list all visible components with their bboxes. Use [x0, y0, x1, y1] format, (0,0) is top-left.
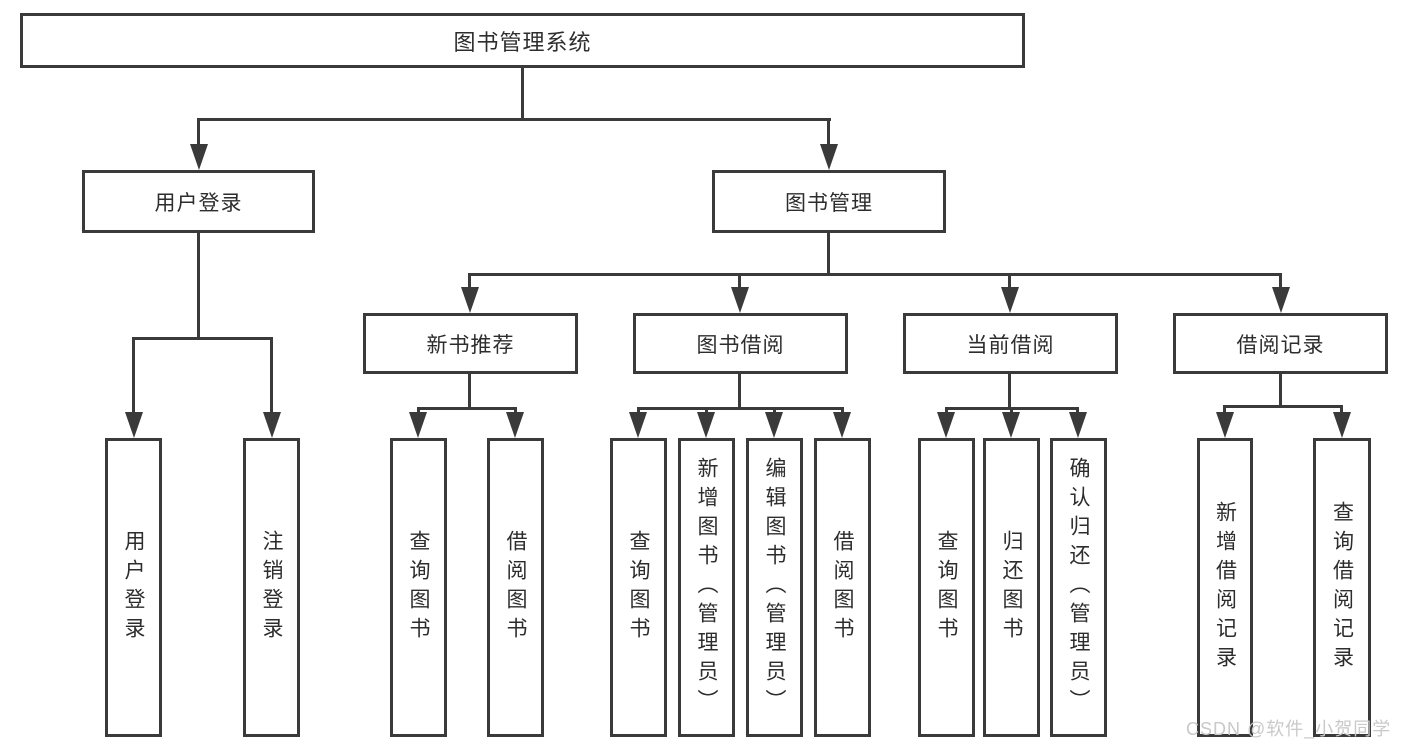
connector-stem [197, 233, 200, 337]
connector-stem [773, 407, 776, 416]
node-label: 查询借阅记录 [1330, 500, 1354, 675]
node-label: 查询图书 [935, 529, 958, 646]
node-leaf-query-books-current: 查询图书 [918, 438, 975, 737]
node-label: 新增借阅记录 [1213, 500, 1237, 675]
connector-stem [1076, 407, 1079, 416]
node-leaf-return-books: 归还图书 [983, 438, 1040, 737]
node-leaf-query-borrow-record: 查询借阅记录 [1313, 438, 1371, 737]
arrow-down-icon [263, 412, 281, 438]
node-label: 新增图书（管理员） [695, 457, 718, 718]
arrow-down-icon [820, 144, 838, 170]
connector-stem [738, 273, 741, 289]
connector-stem [1279, 273, 1282, 289]
connector-stem [270, 337, 273, 416]
arrow-down-icon [629, 412, 647, 438]
node-book-borrowing: 图书借阅 [633, 313, 848, 374]
node-label: 当前借阅 [966, 333, 1055, 357]
connector-stem [945, 407, 948, 416]
arrow-down-icon [1001, 287, 1019, 313]
node-leaf-query-books-recommend: 查询图书 [390, 438, 447, 737]
arrow-down-icon [937, 412, 955, 438]
arrow-down-icon [1069, 412, 1087, 438]
connector-stem [705, 407, 708, 416]
connector-stem [1223, 405, 1226, 416]
arrow-down-icon [461, 287, 479, 313]
node-library-management-system: 图书管理系统 [20, 13, 1025, 68]
arrow-down-icon [731, 287, 749, 313]
arrow-down-icon [1333, 412, 1351, 438]
node-book-management: 图书管理 [712, 170, 946, 233]
connector-split [1223, 405, 1343, 408]
connector-stem [738, 374, 741, 407]
node-leaf-add-borrow-record: 新增借阅记录 [1197, 438, 1253, 737]
connector-stem [1008, 374, 1011, 407]
connector-split [132, 337, 273, 340]
node-label: 借阅记录 [1236, 333, 1325, 357]
node-leaf-add-books-admin: 新增图书（管理员） [678, 438, 735, 737]
connector-stem [1340, 405, 1343, 416]
connector-split [468, 273, 1282, 276]
connector-stem [417, 407, 420, 416]
node-label: 编辑图书（管理员） [763, 457, 786, 718]
connector-stem [1010, 407, 1013, 416]
connector-stem [1008, 273, 1011, 289]
node-label: 查询图书 [627, 529, 650, 646]
node-label: 借阅图书 [831, 529, 854, 646]
node-leaf-query-books-borrow: 查询图书 [610, 438, 667, 737]
connector-stem [827, 118, 830, 148]
connector-stem [514, 407, 517, 416]
node-label: 归还图书 [1000, 529, 1023, 646]
arrow-down-icon [409, 412, 427, 438]
node-leaf-edit-books-admin: 编辑图书（管理员） [746, 438, 803, 737]
node-label: 图书借阅 [696, 333, 785, 357]
arrow-down-icon [125, 412, 143, 438]
node-leaf-user-login: 用户登录 [105, 438, 162, 737]
arrow-down-icon [833, 412, 851, 438]
arrow-down-icon [1216, 412, 1234, 438]
node-label: 用户登录 [122, 529, 145, 646]
node-label: 图书管理 [785, 191, 873, 215]
arrow-down-icon [506, 412, 524, 438]
node-label: 图书管理系统 [453, 29, 592, 55]
connector-split [637, 407, 844, 410]
arrow-down-icon [1272, 287, 1290, 313]
node-leaf-borrow-books: 借阅图书 [814, 438, 871, 737]
node-leaf-logout: 注销登录 [243, 438, 300, 737]
connector-stem [468, 374, 471, 407]
arrow-down-icon [1002, 412, 1020, 438]
arrow-down-icon [697, 412, 715, 438]
node-label: 查询图书 [407, 529, 430, 646]
node-new-book-recommend: 新书推荐 [363, 313, 578, 374]
connector-stem [827, 233, 830, 273]
node-label: 用户登录 [154, 191, 243, 215]
node-leaf-borrow-books-recommend: 借阅图书 [487, 438, 544, 737]
arrow-down-icon [765, 412, 783, 438]
connector-root-stem [521, 68, 524, 118]
connector-stem [637, 407, 640, 416]
connector-stem [197, 118, 200, 148]
csdn-watermark: CSDN @软件_小贺同学 [1186, 719, 1392, 739]
node-label: 新书推荐 [426, 333, 515, 357]
node-label: 借阅图书 [504, 529, 527, 646]
connector-stem [468, 273, 471, 289]
node-leaf-confirm-return-admin: 确认归还（管理员） [1050, 438, 1107, 737]
connector-stem [841, 407, 844, 416]
connector-stem [1279, 374, 1282, 405]
arrow-down-icon [190, 144, 208, 170]
node-current-borrowing: 当前借阅 [903, 313, 1118, 374]
connector-split [417, 407, 517, 410]
node-borrowing-records: 借阅记录 [1173, 313, 1388, 374]
node-label: 确认归还（管理员） [1067, 457, 1090, 718]
connector-root-split [197, 118, 831, 121]
node-user-login: 用户登录 [82, 170, 315, 233]
connector-stem [132, 337, 135, 416]
node-label: 注销登录 [260, 529, 283, 646]
